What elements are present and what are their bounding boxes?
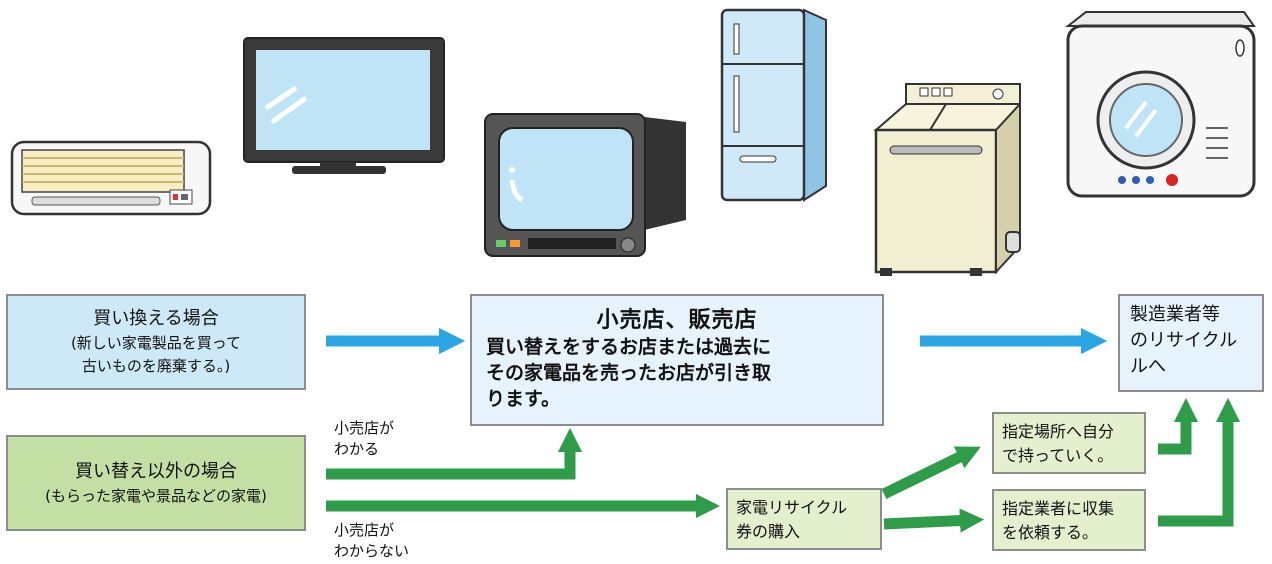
self-bring-line-2: で持っていく。 (1002, 446, 1114, 465)
air-conditioner-icon (10, 140, 212, 216)
recycle-ticket-box: 家電リサイクル 券の購入 (726, 488, 882, 550)
retailer-body-3: ります。 (486, 388, 561, 410)
arrow-known-retailer (326, 427, 583, 480)
replace-case-title: 買い換える場合 (93, 308, 219, 329)
known-retailer-label-2: わかる (334, 440, 380, 458)
retailer-title: 小売店、販売店 (596, 308, 758, 333)
arrow-self-bring-to-manufacturer (1158, 397, 1199, 455)
arrow-collector-to-manufacturer (1158, 397, 1241, 527)
other-case-note: (もらった家電や景品などの家電) (45, 486, 267, 505)
manufacturer-line-1: 製造業者等 (1130, 304, 1220, 325)
collector-line-2: を依頼する。 (1002, 523, 1099, 542)
unknown-retailer-label-1: 小売店が (334, 521, 395, 539)
recycle-ticket-line-1: 家電リサイクル (736, 498, 848, 517)
retailer-body-1: 買い替えをするお店または過去に (486, 336, 772, 358)
crt-tv-icon (484, 113, 686, 257)
self-bring-box: 指定場所へ自分 で持っていく。 (992, 412, 1146, 474)
manufacturer-line-2: のリサイクル (1130, 330, 1238, 351)
retailer-body-2: その家電品を売ったお店が引き取 (486, 362, 772, 384)
known-retailer-label: 小売店が わかる (334, 418, 394, 460)
manufacturer-box: 製造業者等 のリサイクル ルへ (1118, 294, 1264, 392)
self-bring-line-1: 指定場所へ自分 (1002, 422, 1115, 441)
refrigerator-icon (720, 8, 827, 202)
replace-case-box: 買い換える場合 (新しい家電製品を買って 古いものを廃棄する。) (6, 294, 306, 390)
washing-machine-icon (873, 83, 1021, 276)
arrow-ticket-to-collector (883, 508, 985, 533)
replace-case-note-1: (新しい家電製品を買って (70, 334, 242, 352)
clothes-dryer-icon (1065, 11, 1256, 198)
known-retailer-label-1: 小売店が (334, 419, 395, 437)
manufacturer-line-3: ルへ (1130, 356, 1166, 377)
recycle-ticket-line-2: 券の購入 (736, 522, 801, 541)
flat-tv-icon (243, 37, 445, 174)
collector-line-1: 指定業者に収集 (1002, 499, 1115, 518)
other-case-box: 買い替え以外の場合 (もらった家電や景品などの家電) (6, 435, 306, 531)
unknown-retailer-label-2: わからない (334, 542, 410, 560)
arrow-ticket-to-self-bring (881, 446, 981, 499)
other-case-title: 買い替え以外の場合 (75, 460, 237, 482)
retailer-box: 小売店、販売店 買い替えをするお店または過去に その家電品を売ったお店が引き取 … (470, 294, 884, 426)
unknown-retailer-label: 小売店が わからない (334, 520, 409, 562)
replace-case-note-2: 古いものを廃棄する。) (81, 357, 231, 375)
collector-box: 指定業者に収集 を依頼する。 (992, 489, 1146, 551)
